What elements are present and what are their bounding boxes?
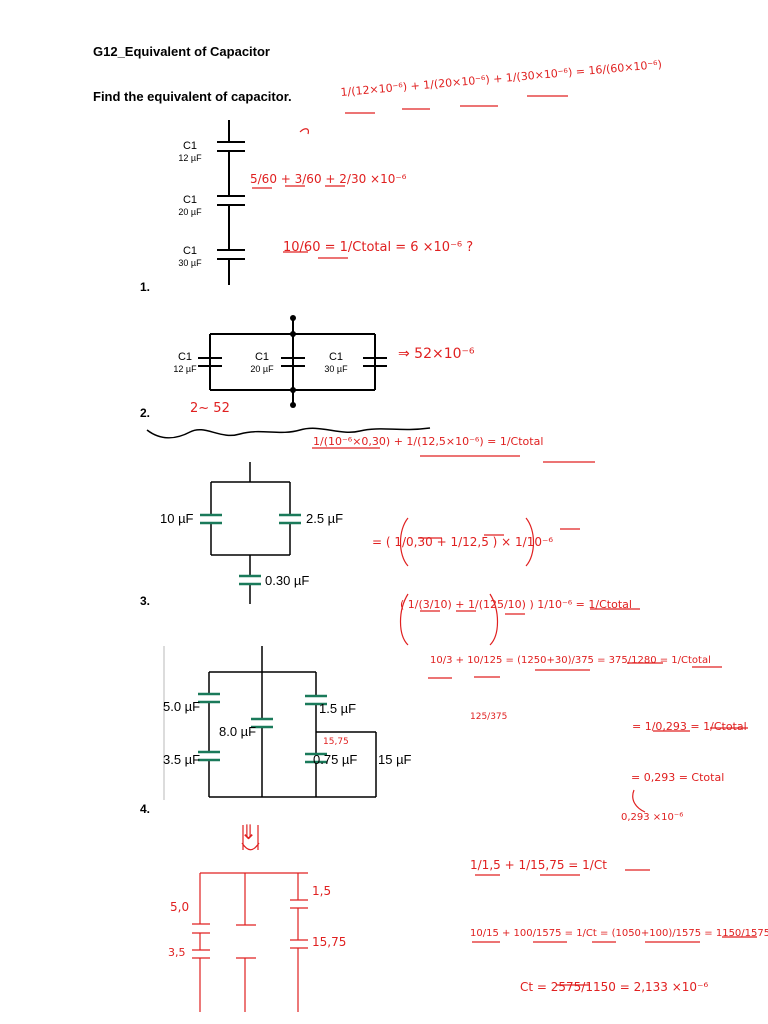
problem-number-2: 2.	[140, 406, 151, 420]
hw-p3-line4: 10/3 + 10/125 = (1250+30)/375 = 375/1280…	[430, 655, 711, 666]
cap-label-p1-2: C1 20 µF	[178, 194, 202, 217]
cap-label-p2-3: C1 30 µF	[324, 351, 348, 374]
circuit-3	[210, 462, 291, 604]
hw-p2-note: 2~ 52	[190, 401, 230, 416]
hw-p3-line5: 125/375	[470, 712, 508, 722]
hw-p4-line1: 1/1,5 + 1/15,75 = 1/Ct	[470, 858, 607, 872]
circuit-4	[208, 646, 377, 798]
hw-p3-line2: = ( 1/0,30 + 1/12,5 ) × 1/10⁻⁶	[372, 535, 554, 549]
separator-squiggle	[146, 427, 431, 439]
handwriting-strokes	[192, 95, 757, 1012]
cap-label-p2-1: C1 12 µF	[173, 351, 197, 374]
hw-p3-line1: 1/(10⁻⁶×0,30) + 1/(12,5×10⁻⁶) = 1/Ctotal	[313, 435, 544, 448]
hw-p4-line3: Ct = 2575/1150 = 2,133 ×10⁻⁶	[520, 980, 709, 994]
problem-prompt: Find the equivalent of capacitor.	[93, 89, 292, 104]
hw-p3-line7: = 0,293 = Ctotal	[631, 771, 725, 784]
hw-p1-line2: 5/60 + 3/60 + 2/30 ×10⁻⁶	[250, 172, 407, 186]
hw-p4-label-d: 15,75	[312, 935, 347, 949]
cap-label-p4-1: 5.0 µF	[163, 699, 201, 714]
hw-p4-label-a: 5,0	[170, 900, 190, 914]
cap-label-p4-4: 3.5 µF	[163, 752, 201, 767]
hw-p3-line8: 0,293 ×10⁻⁶	[621, 812, 684, 823]
cap-label-p2-2: C1 20 µF	[250, 351, 274, 374]
hw-p3-line6: = 1/0,293 = 1/Ctotal	[632, 720, 747, 733]
hw-p4-label-b: 3,5	[168, 946, 186, 959]
circuit-1	[217, 120, 245, 285]
hw-p4-label-c: 1,5	[312, 884, 332, 898]
cap-label-p3-2: 2.5 µF	[306, 511, 344, 526]
hw-p4-diagram-note: 15,75	[323, 737, 349, 747]
hw-p3-line3: ( 1/(3/10) + 1/(125/10) ) 1/10⁻⁶ = 1/Cto…	[400, 598, 632, 611]
cap-label-p1-3: C1 30 µF	[178, 245, 202, 268]
cap-label-p3-1: 10 µF	[160, 511, 194, 526]
cap-label-p4-6: 15 µF	[378, 752, 412, 767]
hw-p1-line3: 10/60 = 1/Ctotal = 6 ×10⁻⁶ ?	[283, 240, 474, 255]
document-title: G12_Equivalent of Capacitor	[93, 44, 270, 59]
problem-number-1: 1.	[140, 280, 151, 294]
hw-p2-answer: ⇒ 52×10⁻⁶	[398, 346, 475, 362]
problem-number-3: 3.	[140, 594, 151, 608]
cap-label-p3-3: 0.30 µF	[265, 573, 310, 588]
cap-label-p4-3: 1.5 µF	[319, 701, 357, 716]
hw-p4-line2: 10/15 + 100/1575 = 1/Ct = (1050+100)/157…	[470, 928, 768, 939]
cap-label-p4-5: 0.75 µF	[313, 752, 358, 767]
cap-label-p1-1: C1 12 µF	[178, 140, 202, 163]
cap-label-p4-2: 8.0 µF	[219, 724, 257, 739]
hw-p4-arrow: ⇓	[240, 820, 257, 844]
problem-number-4: 4.	[140, 802, 151, 816]
